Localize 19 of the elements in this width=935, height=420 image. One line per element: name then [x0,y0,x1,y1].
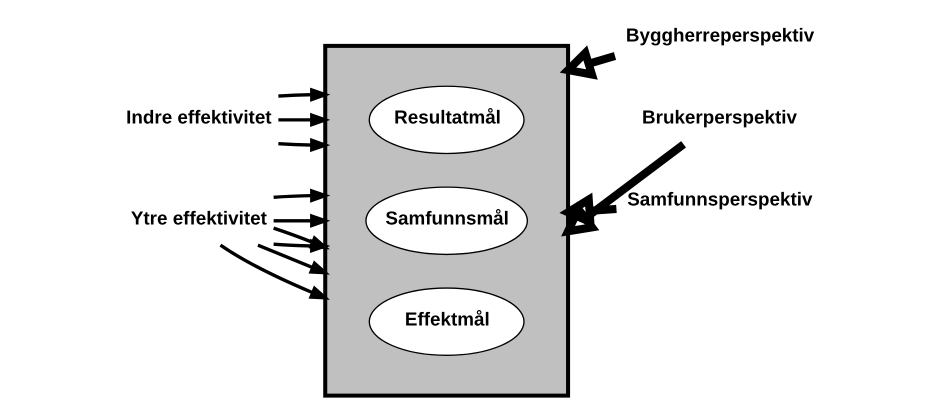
node-ellipse: Effektmål [368,287,525,356]
arrow [274,238,330,253]
node-text: Brukerperspektiv [642,106,797,128]
arrow [278,138,330,152]
arrow [561,141,686,236]
arrow [274,188,330,203]
node-text: Indre effektivitet [126,106,272,128]
arrow [257,244,330,275]
cluster [323,44,570,398]
arrow [278,112,330,127]
arrow [560,45,616,80]
arrow [220,244,330,300]
node-text: Byggherreperspektiv [626,24,814,46]
arrow [274,214,330,228]
node-ellipse: Resultatmål [368,86,525,154]
node-text: Ytre effektivitet [130,207,267,228]
node-text: Samfunnsperspektiv [627,188,812,210]
node-ellipse: Samfunnsmål [365,186,528,256]
arrow [278,88,330,102]
